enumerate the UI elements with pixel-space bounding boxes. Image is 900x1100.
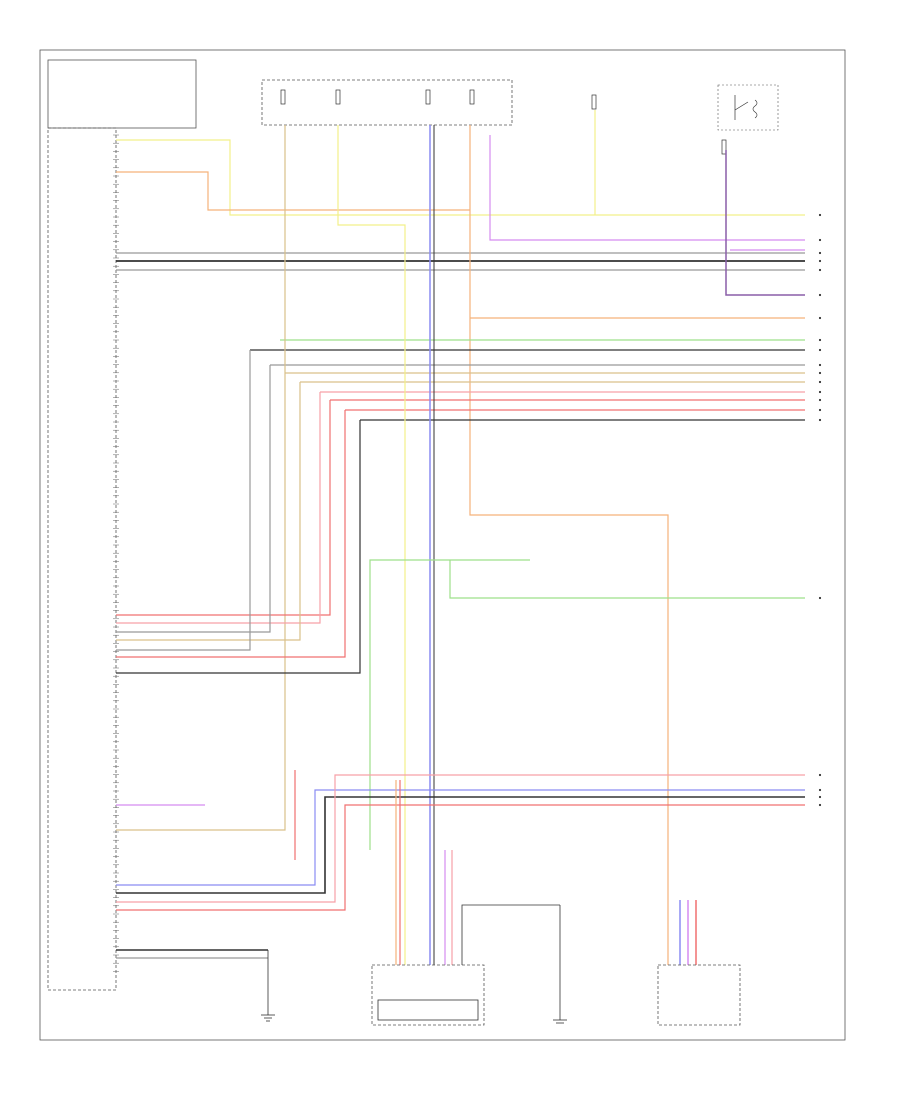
combination-meter-inner — [377, 999, 479, 1021]
terminal-pin — [818, 251, 822, 255]
control-unit-box — [47, 127, 117, 991]
wire-violet — [489, 135, 805, 241]
fuse-icon — [335, 89, 341, 105]
wire-yellow-vert — [337, 125, 406, 965]
fuse-icon — [721, 139, 727, 155]
wire-red-4 — [116, 410, 346, 658]
fuse-icon — [425, 89, 431, 105]
fuse-icon — [591, 94, 597, 110]
terminal-pin — [818, 238, 822, 242]
wire-orange-long — [469, 125, 669, 965]
terminal-pin — [818, 803, 822, 807]
ground-icon — [553, 905, 567, 1024]
pin-column — [113, 134, 119, 972]
wire-tan-vert — [116, 125, 286, 831]
ground-icon — [261, 950, 275, 1022]
wire-orange — [116, 171, 470, 211]
wire-gray-4 — [116, 365, 271, 633]
wire-pink-2 — [116, 392, 321, 624]
terminal-pin — [818, 338, 822, 342]
terminal-pin — [818, 408, 822, 412]
diagram-frame — [39, 49, 846, 1041]
ground-wire — [461, 904, 560, 965]
terminal-pin — [818, 398, 822, 402]
relay-icon — [717, 84, 779, 131]
terminal-pin — [818, 371, 822, 375]
wire-green-r — [449, 560, 805, 599]
control-unit-header-box — [47, 59, 197, 129]
terminal-pin — [818, 390, 822, 394]
wire-tan-3 — [116, 382, 301, 641]
terminal-pin — [818, 316, 822, 320]
terminal-pin — [818, 380, 822, 384]
terminal-pin — [818, 259, 822, 263]
wire-red-3 — [116, 400, 331, 616]
fuse-symbols — [280, 89, 727, 155]
right-terminal-pins — [818, 213, 822, 807]
wire-red-5 — [116, 804, 805, 911]
fuse-icon — [280, 89, 286, 105]
terminal-pin — [818, 293, 822, 297]
wire-gray-5 — [116, 350, 251, 651]
audio-unit-box — [657, 964, 741, 1026]
wire-pink-3 — [116, 774, 805, 903]
fuse-icon — [469, 89, 475, 105]
wire-green-mid — [369, 559, 530, 850]
wire-blue-1 — [116, 789, 805, 886]
wire-black-3 — [116, 420, 361, 674]
terminal-pin — [818, 363, 822, 367]
terminal-pin — [818, 418, 822, 422]
wire-harness — [116, 110, 805, 965]
wire-black-4 — [116, 796, 805, 894]
terminal-pin — [818, 348, 822, 352]
terminal-pin — [818, 773, 822, 777]
wire-purple — [725, 150, 805, 296]
terminal-pin — [818, 268, 822, 272]
terminal-pin — [818, 213, 822, 217]
wire-yellow — [116, 139, 805, 216]
terminal-pin — [818, 788, 822, 792]
fuse-box — [261, 79, 513, 126]
terminal-pin — [818, 596, 822, 600]
terminal-pin — [818, 795, 822, 799]
